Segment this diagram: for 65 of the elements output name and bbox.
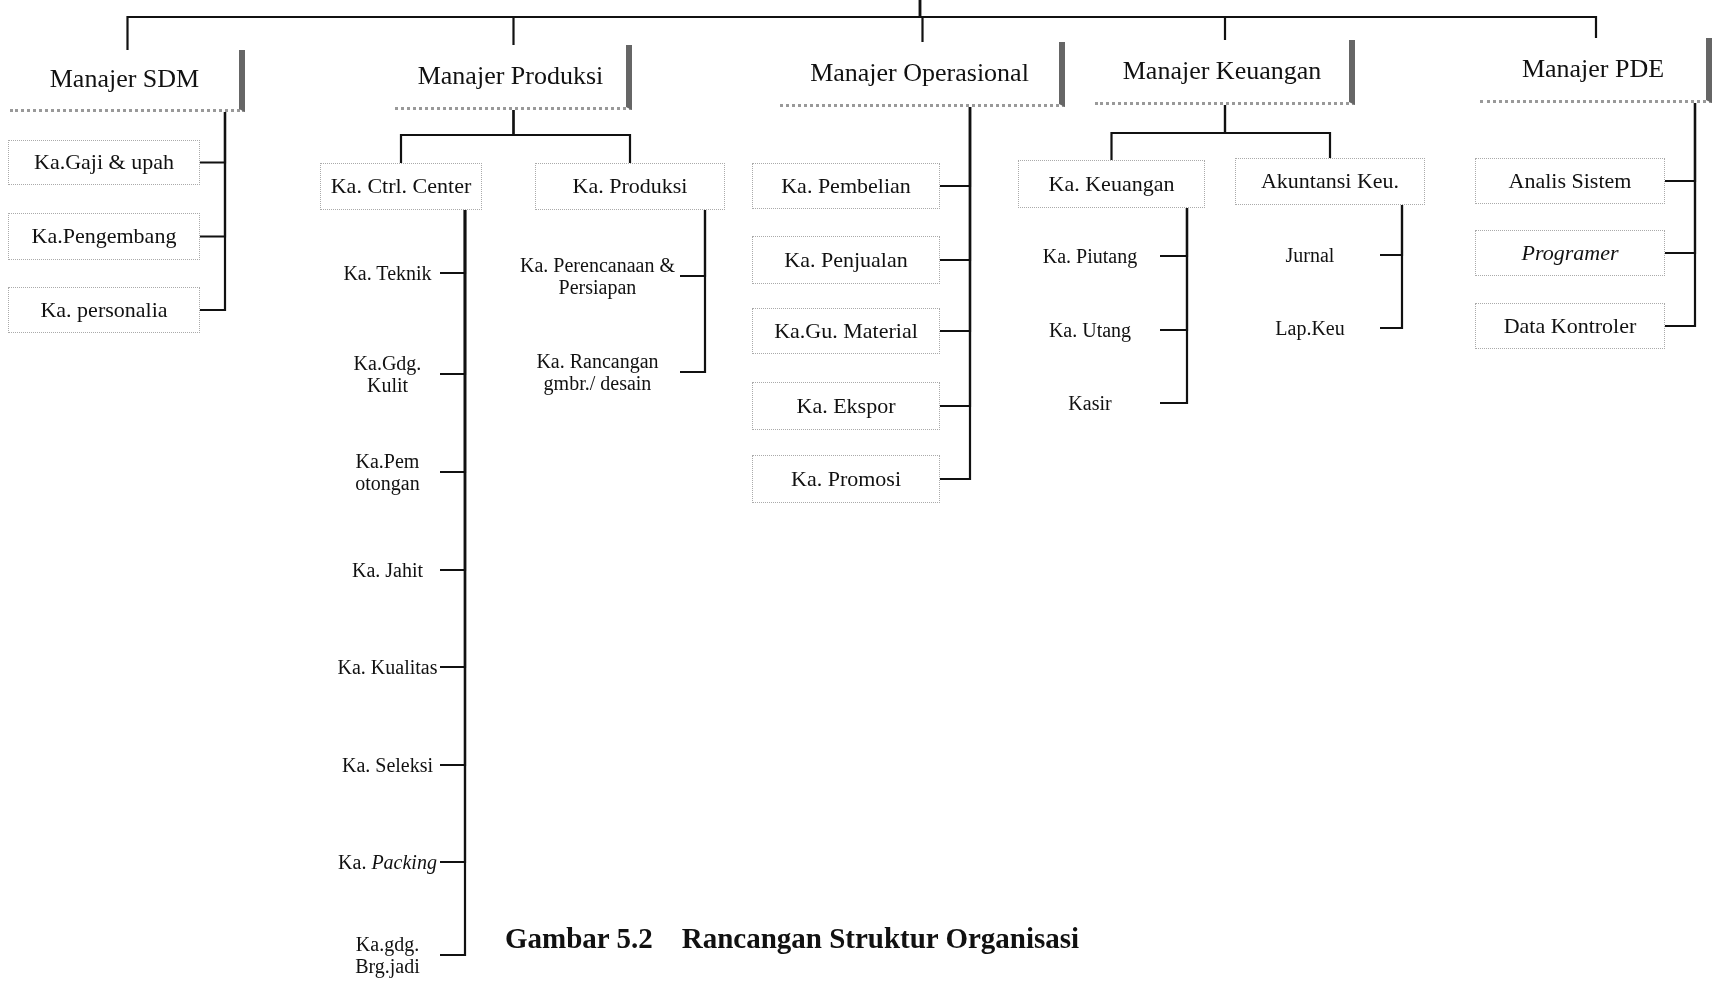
position-box xyxy=(752,382,940,430)
position-title: Data Kontroler xyxy=(1503,313,1637,339)
position-box xyxy=(535,163,725,210)
position-label: Ka.Gdg. Kulit xyxy=(335,348,440,400)
position-title: Programer xyxy=(1521,240,1619,266)
position-title: Manajer Operasional xyxy=(810,58,1029,88)
connector-line xyxy=(1160,208,1189,405)
connector-line xyxy=(200,112,227,312)
position-label: Ka.Pem otongan xyxy=(335,446,440,498)
position-box xyxy=(752,236,940,284)
position-title: Ka.Pengembang xyxy=(31,224,177,249)
position-title: Analis Sistem xyxy=(1508,168,1632,194)
connector-line xyxy=(1223,105,1332,158)
manager-box xyxy=(1480,38,1712,103)
position-box xyxy=(1475,230,1665,276)
manager-box xyxy=(395,45,632,110)
position-title: Manajer SDM xyxy=(49,65,200,94)
connector-line xyxy=(918,0,1598,38)
position-label: Ka. Utang xyxy=(1020,314,1160,346)
position-box xyxy=(8,287,200,333)
position-title: Manajer Keuangan xyxy=(1122,56,1322,86)
position-title: Akuntansi Keu. xyxy=(1260,169,1400,194)
position-label: Ka. Packing xyxy=(335,836,440,888)
position-box xyxy=(1235,158,1425,205)
position-label: Ka. Rancangan gmbr./ desain xyxy=(515,346,680,398)
position-label: Ka. Piutang xyxy=(1020,240,1160,272)
position-title: Manajer Produksi xyxy=(417,61,604,91)
connector-line xyxy=(1665,103,1697,328)
position-box xyxy=(752,455,940,503)
manager-box xyxy=(780,42,1065,107)
manager-box xyxy=(10,50,245,112)
position-label: Ka. Perencanaan & Persiapan xyxy=(515,250,680,302)
position-box xyxy=(8,140,200,185)
connector-line xyxy=(680,210,707,374)
position-box xyxy=(752,308,940,354)
position-box xyxy=(1475,158,1665,204)
position-label: Lap.Keu xyxy=(1240,312,1380,344)
position-title: Ka. Penjualan xyxy=(784,247,908,273)
manager-box xyxy=(1095,40,1355,105)
position-title: Ka. personalia xyxy=(40,297,168,323)
position-title: Ka. Promosi xyxy=(791,466,901,492)
position-title: Ka. Ekspor xyxy=(796,393,896,419)
position-title: Ka.Gu. Material xyxy=(774,318,918,344)
position-box xyxy=(752,163,940,209)
connector-line xyxy=(940,107,972,481)
position-title: Manajer PDE xyxy=(1521,54,1665,84)
position-label: Ka.gdg. Brg.jadi xyxy=(335,929,440,981)
position-label: Ka. Kualitas xyxy=(335,641,440,693)
position-title: Ka. Pembelian xyxy=(781,173,911,199)
position-label: Kasir xyxy=(1020,387,1160,419)
position-label: Jurnal xyxy=(1240,239,1380,271)
connector-line xyxy=(1380,205,1404,330)
position-title: Ka.Gaji & upah xyxy=(34,150,174,175)
position-title: Ka. Produksi xyxy=(572,174,688,199)
figure-caption: Gambar 5.2 Rancangan Struktur Organisasi xyxy=(505,922,1080,955)
position-box xyxy=(320,163,482,210)
position-box xyxy=(1475,303,1665,349)
position-box xyxy=(1018,160,1205,208)
position-title: Ka. Keuangan xyxy=(1048,171,1175,197)
position-title: Ka. Ctrl. Center xyxy=(330,174,472,199)
position-label: Ka. Teknik xyxy=(335,247,440,299)
position-label: Ka. Seleksi xyxy=(335,739,440,791)
connector-line xyxy=(512,110,632,163)
position-box xyxy=(8,213,200,260)
position-label: Ka. Jahit xyxy=(335,544,440,596)
